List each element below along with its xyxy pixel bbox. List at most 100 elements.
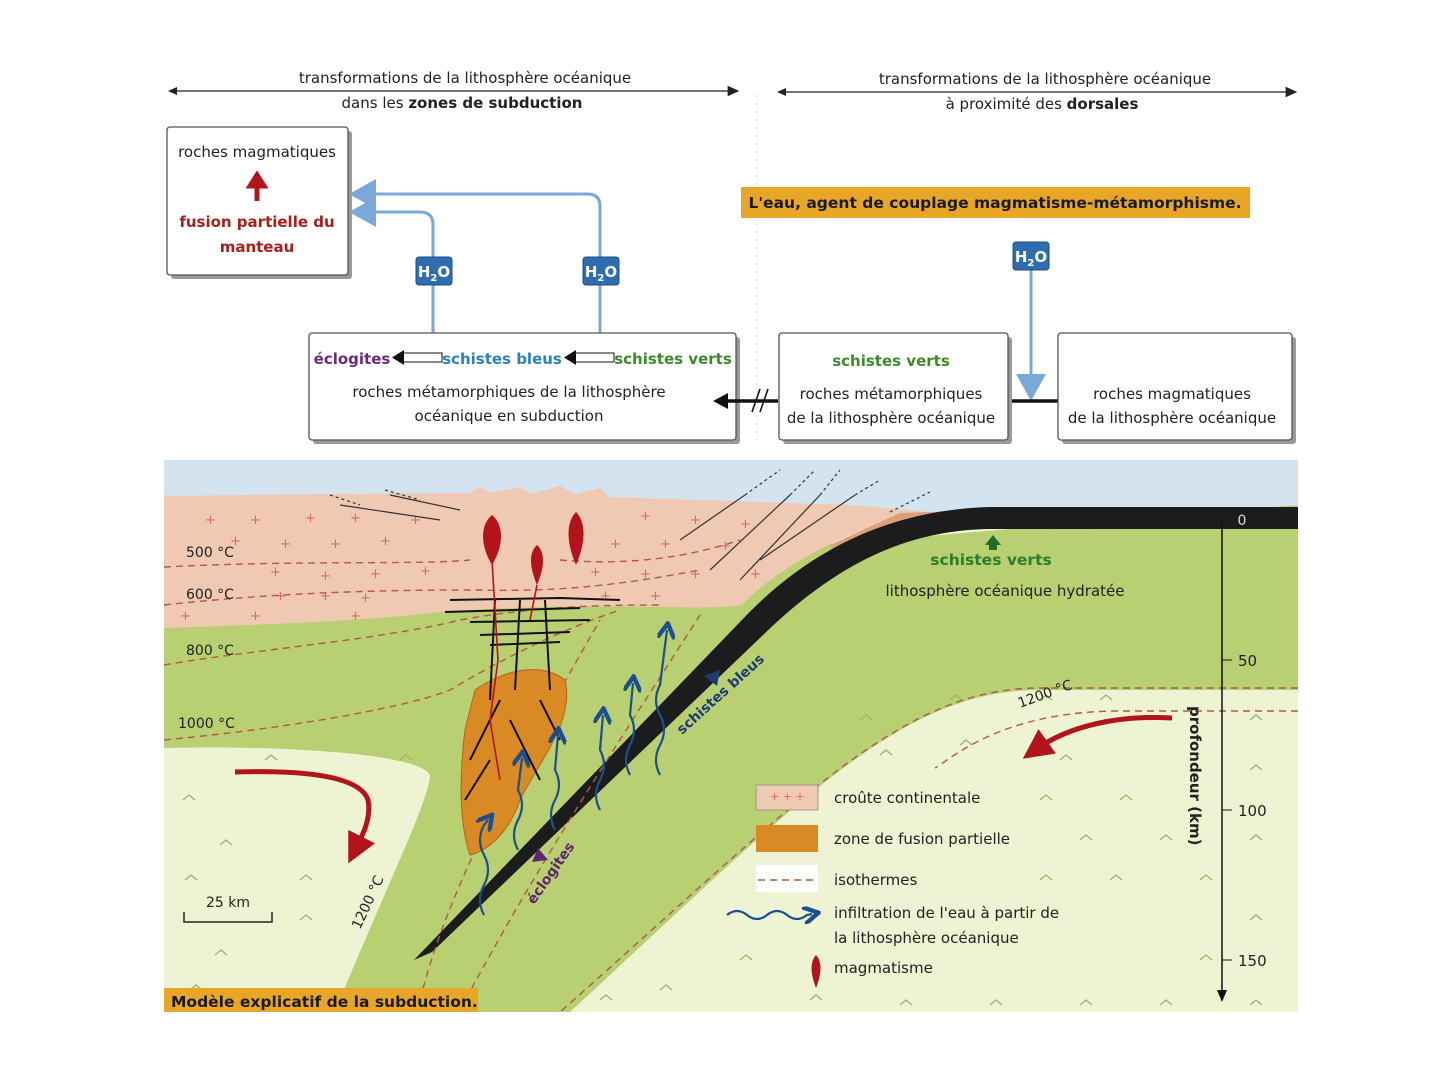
h2o-h: H bbox=[418, 263, 431, 281]
magma-drop-icon bbox=[531, 545, 543, 585]
svg-text:+: + bbox=[640, 509, 651, 524]
h2o-o: O bbox=[604, 263, 617, 281]
svg-text:+ + +: + + + bbox=[770, 790, 805, 803]
svg-text:+: + bbox=[275, 589, 286, 604]
legend-swatch-isotherms bbox=[756, 865, 818, 892]
isotherm-800: 800 °C bbox=[186, 643, 234, 659]
svg-text:+: + bbox=[380, 534, 391, 549]
arrow-up-icon bbox=[985, 535, 1001, 550]
svg-text:+: + bbox=[660, 537, 671, 552]
box-roches-magmatiques-dorsale: roches magmatiques de la lithosphère océ… bbox=[1057, 332, 1296, 444]
box-line2: de la lithosphère océanique bbox=[787, 409, 995, 427]
svg-text:+: + bbox=[600, 589, 611, 604]
h2o-h: H bbox=[585, 263, 598, 281]
box-title: roches magmatiques bbox=[178, 143, 336, 161]
fusion-label-2: manteau bbox=[220, 238, 295, 256]
header-right-line1: transformations de la lithosphère océani… bbox=[879, 70, 1211, 88]
depth-tick-150: 150 bbox=[1238, 952, 1267, 970]
arrow-up-icon bbox=[245, 170, 269, 201]
svg-text:+: + bbox=[370, 567, 381, 582]
banner-text: L'eau, agent de couplage magmatisme-méta… bbox=[748, 194, 1241, 212]
magma-drop-icon bbox=[483, 515, 501, 565]
schistes-verts-label: schistes verts bbox=[614, 350, 732, 368]
svg-text:+: + bbox=[740, 517, 751, 532]
water-infiltration-arrows bbox=[480, 630, 667, 916]
magma-drop-icon bbox=[811, 955, 821, 988]
legend-swatch-fusion bbox=[756, 825, 818, 852]
header-left: transformations de la lithosphère océani… bbox=[168, 69, 740, 112]
svg-text:+: + bbox=[610, 537, 621, 552]
crust-plus-pattern: ++++++++ +++++++ ++++++++ +++++ +++ bbox=[180, 509, 761, 624]
fusion-label-1: fusion partielle du bbox=[179, 213, 334, 231]
svg-text:+: + bbox=[320, 589, 331, 604]
legend-label-infiltration-2: la lithosphère océanique bbox=[834, 929, 1019, 947]
isotherm-500: 500 °C bbox=[186, 545, 234, 561]
legend-label-crust: croûte continentale bbox=[834, 789, 980, 807]
h2o-badge: H2O bbox=[582, 256, 620, 286]
isotherms bbox=[164, 539, 1298, 1012]
banner-text: Modèle explicatif de la subduction. bbox=[171, 993, 478, 1011]
svg-text:+: + bbox=[360, 591, 371, 606]
svg-text:+: + bbox=[250, 513, 261, 528]
depth-tick-50: 50 bbox=[1238, 652, 1257, 670]
h2o-o: O bbox=[1034, 248, 1047, 266]
scale-bar: 25 km bbox=[183, 895, 273, 923]
water-flow-arrow bbox=[349, 179, 602, 350]
legend-label-isotherms: isothermes bbox=[834, 871, 918, 889]
magma-drop-icon bbox=[568, 512, 584, 565]
svg-text:+: + bbox=[205, 513, 216, 528]
arrow-icon bbox=[532, 848, 548, 862]
box-roches-magmatiques-manteau: roches magmatiques fusion partielle du m… bbox=[166, 126, 352, 279]
schistes-bleus-label: schistes bleus bbox=[442, 350, 562, 368]
arrow-left-icon bbox=[564, 350, 615, 365]
svg-text:+: + bbox=[420, 564, 431, 579]
mantle-flow-arrow-left bbox=[234, 769, 376, 864]
legend-label-fusion: zone de fusion partielle bbox=[834, 830, 1010, 848]
svg-text:+: + bbox=[180, 609, 191, 624]
svg-text:H2O: H2O bbox=[1015, 248, 1047, 269]
arrow-left-broken-icon bbox=[713, 388, 778, 413]
h2o-badge: H2O bbox=[1012, 241, 1050, 271]
legend-label-infiltration: infiltration de l'eau à partir de bbox=[834, 904, 1059, 922]
legend: + + + croûte continentale zone de fusion… bbox=[726, 784, 1059, 988]
svg-text:+: + bbox=[305, 511, 316, 526]
header-left-line1: transformations de la lithosphère océani… bbox=[299, 69, 631, 87]
mantle-pattern bbox=[182, 694, 1263, 1006]
svg-text:H2O: H2O bbox=[418, 263, 450, 284]
isotherm-600: 600 °C bbox=[186, 587, 234, 603]
h2o-badge: H2O bbox=[415, 256, 453, 286]
depth-axis-label: profondeur (km) bbox=[1186, 706, 1204, 845]
svg-text:+: + bbox=[640, 567, 651, 582]
box-line2: de la lithosphère océanique bbox=[1068, 409, 1276, 427]
wave-arrow-icon bbox=[726, 911, 812, 919]
h2o-sub: 2 bbox=[430, 273, 437, 284]
box-schistes-verts-dorsale: schistes verts roches métamorphiques de … bbox=[778, 332, 1012, 444]
schistes-verts-label: schistes verts bbox=[930, 551, 1051, 569]
arrow-icon bbox=[704, 670, 720, 686]
lithosphere bbox=[164, 515, 1298, 1012]
svg-text:+: + bbox=[330, 537, 341, 552]
svg-text:+: + bbox=[590, 565, 601, 580]
box-line2: océanique en subduction bbox=[415, 407, 604, 425]
svg-text:+: + bbox=[410, 513, 421, 528]
mantle-flow-arrow-right bbox=[1022, 715, 1173, 759]
svg-text:+: + bbox=[280, 537, 291, 552]
box-line1: roches magmatiques bbox=[1093, 385, 1251, 403]
header-right: transformations de la lithosphère océani… bbox=[777, 70, 1298, 113]
scale-label: 25 km bbox=[206, 895, 250, 911]
banner-water-coupling: L'eau, agent de couplage magmatisme-méta… bbox=[741, 187, 1250, 218]
svg-text:H2O: H2O bbox=[585, 263, 617, 284]
header-right-prefix: à proximité des bbox=[946, 95, 1067, 113]
depth-tick-100: 100 bbox=[1238, 802, 1267, 820]
lithosphere-label: lithosphère océanique hydratée bbox=[886, 582, 1125, 600]
h2o-o: O bbox=[437, 263, 450, 281]
svg-text:+: + bbox=[750, 567, 761, 582]
continental-crust bbox=[164, 486, 930, 628]
arrow-left-icon bbox=[392, 350, 443, 365]
schistes-verts-label: schistes verts bbox=[832, 352, 950, 370]
box-roches-metamorphiques-subduction: éclogites schistes bleus schistes verts … bbox=[308, 332, 740, 444]
header-left-bold: zones de subduction bbox=[408, 94, 582, 112]
svg-text:+: + bbox=[690, 567, 701, 582]
isotherm-1000: 1000 °C bbox=[178, 716, 235, 732]
